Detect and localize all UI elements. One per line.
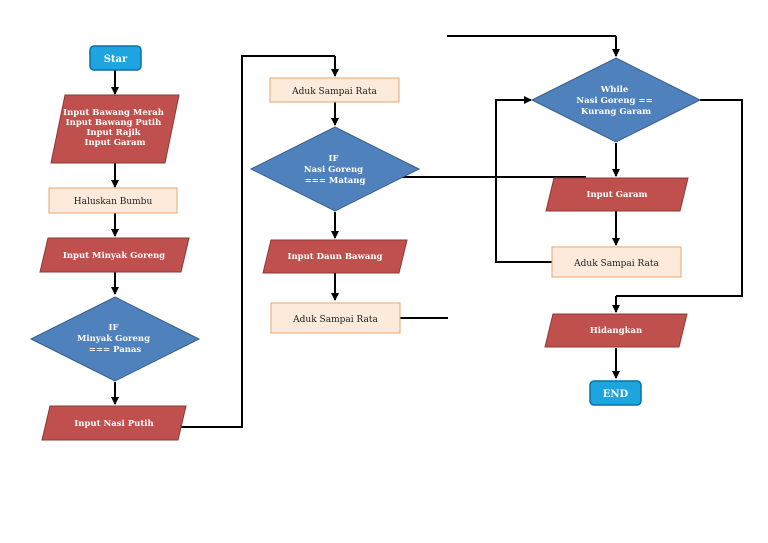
input-ingredients-line-4: Input Garam [85,138,146,148]
if-minyak-line-3: === Panas [89,345,142,355]
if-minyak-label: IF Minyak Goreng === Panas [77,323,153,355]
while-nasi-line-2: Nasi Goreng == [576,96,652,106]
input-daun-node: Input Daun Bawang [262,239,408,274]
input-ingredients-label: Input Bawang Merah Input Bawang Putih In… [63,108,167,148]
input-nasi-label: Input Nasi Putih [74,419,153,429]
input-daun-label: Input Daun Bawang [287,252,382,262]
input-garam-node: Input Garam [545,177,689,212]
input-ingredients-line-3: Input Rajik [86,128,141,138]
input-minyak-node: Input Minyak Goreng [39,237,190,273]
end-terminal: END [589,380,642,406]
while-nasi-label: While Nasi Goreng == Kurang Garam [576,85,655,117]
aduk-1-node: Aduk Sampai Rata [269,77,400,103]
input-ingredients-line-1: Input Bawang Merah [63,108,164,118]
input-garam-label: Input Garam [587,190,648,200]
connector-nasi-to-column2 [178,55,335,428]
while-nasi-line-1: While [600,85,629,95]
input-ingredients-line-2: Input Bawang Putih [66,118,162,128]
input-ingredients-node: Input Bawang Merah Input Bawang Putih In… [50,94,180,164]
aduk-2-label: Aduk Sampai Rata [292,315,378,325]
input-nasi-node: Input Nasi Putih [41,405,187,441]
hidangkan-node: Hidangkan [544,313,688,348]
aduk-3-label: Aduk Sampai Rata [573,259,659,269]
end-label: END [603,389,629,400]
haluskan-node: Haluskan Bumbu [48,187,178,214]
hidangkan-label: Hidangkan [590,326,642,336]
if-minyak-line-2: Minyak Goreng [77,334,150,344]
if-nasi-line-2: Nasi Goreng [304,165,363,175]
connector-while-exit [616,99,743,297]
aduk-1-label: Aduk Sampai Rata [291,87,377,97]
while-nasi-line-3: Kurang Garam [581,107,651,117]
start-terminal: Star [89,45,142,71]
if-minyak-decision: IF Minyak Goreng === Panas [29,296,201,382]
if-minyak-line-1: IF [109,323,119,333]
while-nasi-decision: While Nasi Goreng == Kurang Garam [530,57,702,143]
if-nasi-line-1: IF [329,154,339,164]
if-nasi-decision: IF Nasi Goreng === Matang [249,126,421,212]
aduk-2-node: Aduk Sampai Rata [270,302,401,334]
aduk-3-node: Aduk Sampai Rata [551,246,682,278]
connector-loop-back [495,96,552,263]
start-label: Star [104,54,128,65]
input-minyak-label: Input Minyak Goreng [63,251,165,261]
haluskan-label: Haluskan Bumbu [74,197,153,207]
if-nasi-label: IF Nasi Goreng === Matang [304,154,366,186]
if-nasi-line-3: === Matang [305,176,366,186]
